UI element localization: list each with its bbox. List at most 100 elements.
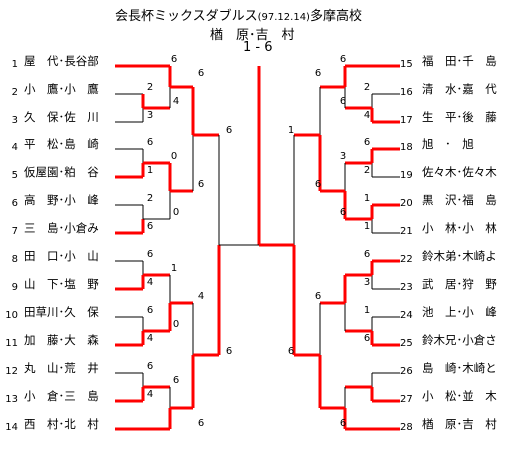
match-score: 4 [363, 110, 371, 121]
seed-number: 11 [5, 338, 18, 349]
match-score: 6 [146, 361, 154, 372]
title-text: 会長杯ミックスダブルス [115, 9, 258, 24]
seed-number: 27 [400, 394, 413, 405]
seed-number: 17 [400, 115, 413, 126]
match-score: 2 [146, 82, 154, 93]
champion-name: 楢 原･吉 村 [210, 28, 295, 43]
final-score: 1 - 6 [243, 40, 273, 55]
match-score: 4 [146, 389, 154, 400]
seed-number: 15 [400, 59, 413, 70]
seed-number: 1 [11, 59, 18, 70]
match-score: 1 [363, 193, 371, 204]
match-score: 0 [172, 207, 180, 218]
match-score: 6 [363, 137, 371, 148]
seed-number: 28 [400, 422, 413, 433]
player-pair-name: 平 松･島 崎 [24, 137, 99, 151]
player-pair-name: 島 崎･木崎と [422, 361, 497, 375]
seed-number: 25 [400, 338, 413, 349]
seed-number: 23 [400, 282, 413, 293]
match-score: 6 [197, 68, 205, 79]
seed-number: 18 [400, 142, 413, 153]
match-score: 1 [287, 125, 295, 136]
match-score: 2 [146, 193, 154, 204]
match-score: 6 [225, 346, 233, 357]
player-pair-name: 田 口･小 山 [24, 249, 99, 263]
match-score: 1 [363, 305, 371, 316]
match-score: 6 [363, 249, 371, 260]
player-pair-name: 小 林･小 林 [422, 221, 497, 235]
seed-number: 7 [11, 226, 18, 237]
seed-number: 12 [5, 366, 18, 377]
match-score: 4 [172, 96, 180, 107]
seed-number: 6 [11, 198, 18, 209]
seed-number: 13 [5, 394, 18, 405]
seed-number: 26 [400, 366, 413, 377]
player-pair-name: 楢 原･吉 村 [422, 417, 497, 431]
venue-text: 多摩高校 [309, 9, 362, 24]
match-score: 6 [146, 137, 154, 148]
match-score: 6 [339, 207, 347, 218]
match-score: 1 [170, 263, 178, 274]
seed-number: 20 [400, 198, 413, 209]
match-score: 2 [363, 165, 371, 176]
match-score: 6 [363, 333, 371, 344]
player-pair-name: 三 島･小倉み [24, 221, 99, 235]
match-score: 1 [363, 221, 371, 232]
seed-number: 14 [5, 422, 18, 433]
player-pair-name: 旭 ･ 旭 [422, 137, 474, 151]
seed-number: 2 [11, 87, 18, 98]
seed-number: 21 [400, 226, 413, 237]
tournament-title: 会長杯ミックスダブルス(97.12.14)多摩高校 [115, 5, 362, 24]
match-score: 6 [339, 418, 347, 429]
match-score: 6 [225, 125, 233, 136]
player-pair-name: 黒 沢･福 島 [422, 193, 497, 207]
date-text: (97.12.14) [257, 12, 310, 23]
player-pair-name: 鈴木兄･小倉さ [422, 333, 497, 347]
match-score: 6 [170, 54, 178, 65]
match-score: 6 [197, 418, 205, 429]
player-pair-name: 小 松･並 木 [422, 389, 497, 403]
player-pair-name: 屋 代･長谷部 [24, 54, 99, 68]
seed-number: 22 [400, 254, 413, 265]
player-pair-name: 清 水･嘉 代 [422, 82, 497, 96]
match-score: 6 [146, 305, 154, 316]
player-pair-name: 武 居･狩 野 [422, 277, 497, 291]
match-score: 0 [172, 319, 180, 330]
player-pair-name: 仮屋園･粕 谷 [24, 165, 99, 179]
player-pair-name: 鈴木弟･木崎よ [422, 249, 497, 263]
player-pair-name: 久 保･佐 川 [24, 110, 99, 124]
match-score: 1 [146, 165, 154, 176]
player-pair-name: 佐々木･佐々木 [422, 165, 497, 179]
seed-number: 16 [400, 87, 413, 98]
match-score: 6 [339, 54, 347, 65]
player-pair-name: 生 平･後 藤 [422, 110, 497, 124]
player-pair-name: 丸 山･荒 井 [24, 361, 99, 375]
seed-number: 10 [5, 310, 18, 321]
player-pair-name: 福 田･千 島 [422, 54, 497, 68]
match-score: 6 [314, 291, 322, 302]
seed-number: 9 [11, 282, 18, 293]
match-score: 6 [146, 249, 154, 260]
seed-number: 19 [400, 170, 413, 181]
match-score: 6 [339, 96, 347, 107]
match-score: 3 [146, 110, 154, 121]
player-pair-name: 山 下･塩 野 [24, 277, 99, 291]
player-pair-name: 田草川･久 保 [24, 305, 99, 319]
match-score: 6 [197, 179, 205, 190]
match-score: 3 [339, 151, 347, 162]
match-score: 6 [314, 179, 322, 190]
match-score: 4 [197, 291, 205, 302]
player-pair-name: 池 上･小 峰 [422, 305, 497, 319]
match-score: 0 [170, 151, 178, 162]
player-pair-name: 加 藤･大 森 [24, 333, 99, 347]
seed-number: 8 [11, 254, 18, 265]
match-score: 4 [146, 333, 154, 344]
seed-number: 3 [11, 115, 18, 126]
seed-number: 5 [11, 170, 18, 181]
player-pair-name: 小 鷹･小 鷹 [24, 82, 99, 96]
seed-number: 4 [11, 142, 18, 153]
match-score: 6 [146, 221, 154, 232]
player-pair-name: 高 野･小 峰 [24, 193, 99, 207]
match-score: 2 [363, 82, 371, 93]
seed-number: 24 [400, 310, 413, 321]
